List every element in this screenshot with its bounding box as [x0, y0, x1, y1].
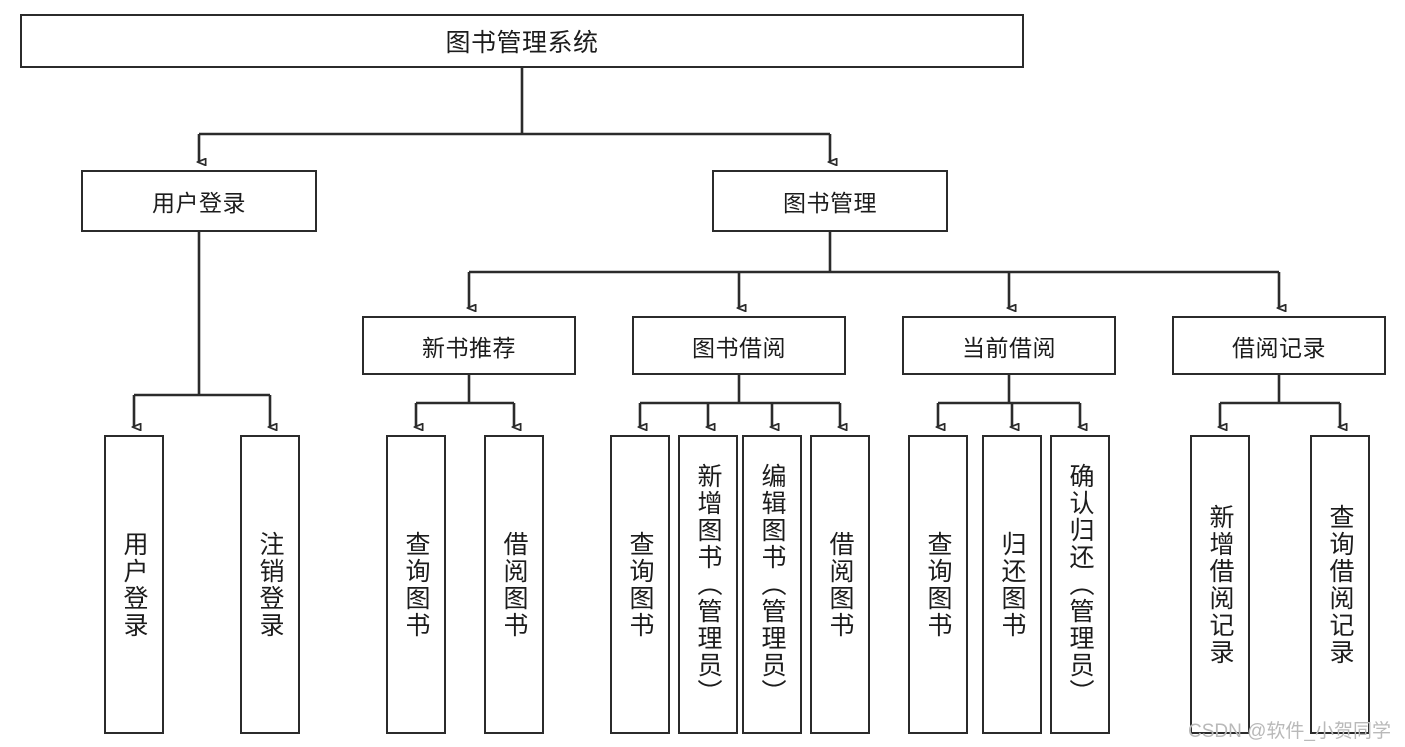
node-book-manage[interactable]: 图书管理	[712, 170, 948, 232]
leaf-query-book-3[interactable]: 查询图书	[908, 435, 968, 734]
node-root[interactable]: 图书管理系统	[20, 14, 1024, 68]
leaf-add-book[interactable]: 新增图书（管理员）	[678, 435, 738, 734]
node-user-login[interactable]: 用户登录	[81, 170, 317, 232]
leaf-user-logout[interactable]: 注销登录	[240, 435, 300, 734]
leaf-borrow-book-1[interactable]: 借阅图书	[484, 435, 544, 734]
node-borrow-record[interactable]: 借阅记录	[1172, 316, 1386, 375]
leaf-user-login[interactable]: 用户登录	[104, 435, 164, 734]
leaf-add-record[interactable]: 新增借阅记录	[1190, 435, 1250, 734]
node-current-borrow[interactable]: 当前借阅	[902, 316, 1116, 375]
node-new-book-rec[interactable]: 新书推荐	[362, 316, 576, 375]
leaf-query-book-2[interactable]: 查询图书	[610, 435, 670, 734]
leaf-query-record[interactable]: 查询借阅记录	[1310, 435, 1370, 734]
leaf-edit-book[interactable]: 编辑图书（管理员）	[742, 435, 802, 734]
node-book-borrow[interactable]: 图书借阅	[632, 316, 846, 375]
leaf-query-book-1[interactable]: 查询图书	[386, 435, 446, 734]
leaf-borrow-book-2[interactable]: 借阅图书	[810, 435, 870, 734]
leaf-confirm-return[interactable]: 确认归还（管理员）	[1050, 435, 1110, 734]
leaf-return-book[interactable]: 归还图书	[982, 435, 1042, 734]
csdn-watermark: CSDN @软件_小贺同学	[1188, 721, 1391, 742]
